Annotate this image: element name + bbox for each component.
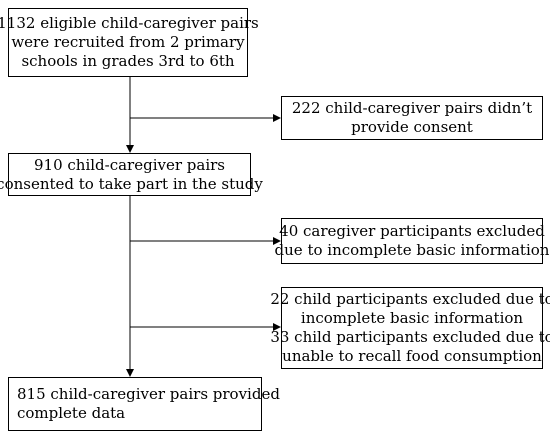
final-line-1: 815 child-caregiver pairs provided	[17, 385, 280, 403]
final-box: 815 child-caregiver pairs provided compl…	[8, 377, 280, 431]
recruited-line-1: 1132 eligible child-caregiver pairs	[0, 14, 259, 32]
final-line-2: complete data	[17, 404, 126, 422]
no-consent-box: 222 child-caregiver pairs didn’t provide…	[281, 96, 543, 140]
child-excluded-line-3: 33 child participants excluded due to	[270, 328, 550, 346]
consented-line-2: consented to take part in the study	[0, 174, 263, 193]
caregiver-excluded-box: 40 caregiver participants excluded due t…	[275, 218, 549, 264]
child-excluded-line-1: 22 child participants excluded due to	[270, 290, 550, 308]
recruited-box: 1132 eligible child-caregiver pairs were…	[0, 8, 259, 77]
caregiver-excluded-line-2: due to incomplete basic information	[274, 241, 550, 259]
recruited-line-3: schools in grades 3rd to 6th	[21, 52, 235, 70]
no-consent-line-2: provide consent	[351, 118, 473, 136]
child-excluded-line-2: incomplete basic information	[300, 309, 524, 327]
recruited-line-2: were recruited from 2 primary	[11, 33, 245, 51]
caregiver-excluded-line-1: 40 caregiver participants excluded	[279, 222, 545, 240]
child-excluded-box: 22 child participants excluded due to in…	[270, 287, 550, 369]
consented-line-1: 910 child-caregiver pairs	[33, 155, 225, 174]
consented-box: 910 child-caregiver pairs consented to t…	[0, 153, 263, 196]
no-consent-line-1: 222 child-caregiver pairs didn’t	[291, 99, 533, 117]
child-excluded-line-4: unable to recall food consumption	[282, 347, 542, 365]
